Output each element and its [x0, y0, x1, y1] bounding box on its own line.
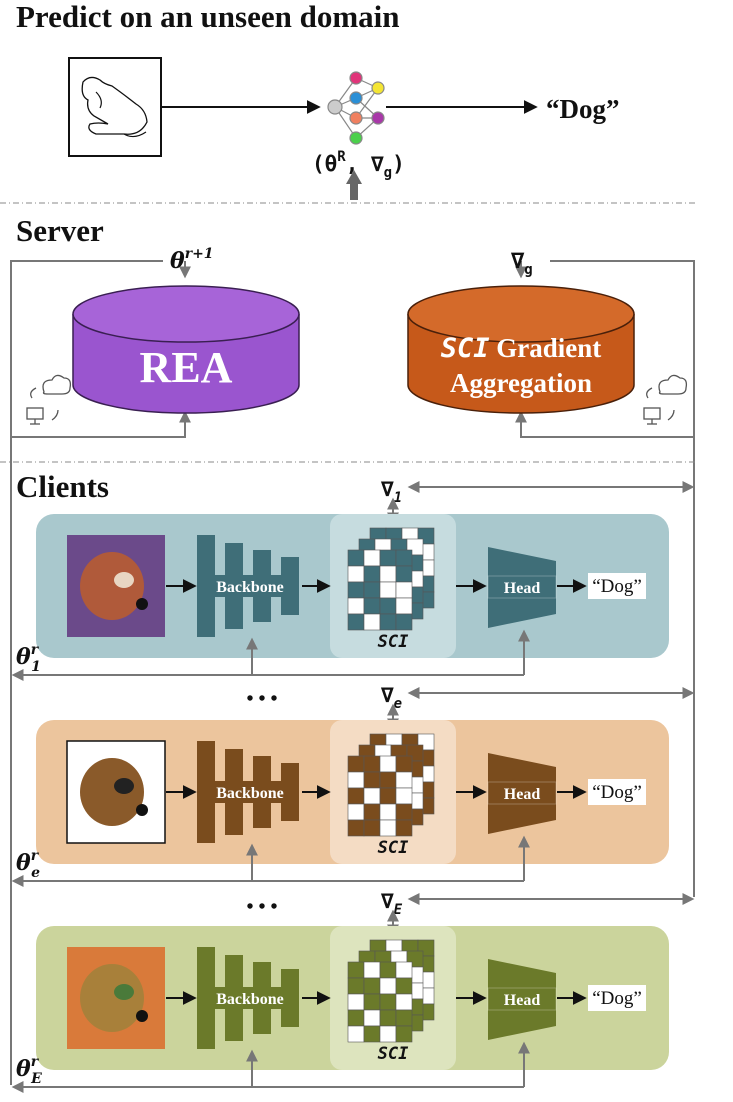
predict-title: Predict on an unseen domain: [16, 0, 400, 34]
output-box-E: [588, 985, 646, 1011]
head-label-e: Head: [504, 786, 541, 803]
sci-label-E: SCI: [378, 1044, 409, 1064]
output-box-1: [588, 573, 646, 599]
client-input-image-1: [67, 535, 165, 637]
client-output-1: “Dog”: [592, 576, 642, 597]
ellipsis-1: • • •: [246, 688, 277, 710]
head-label-1: Head: [504, 580, 541, 597]
sci-agg-label-line2: Aggregation: [450, 368, 592, 398]
backbone-1: Backbone: [197, 535, 299, 637]
sci-grid-e: [347, 733, 435, 837]
sci-agg-label-line1: SCI Gradient: [441, 333, 602, 364]
client-output-E: “Dog”: [592, 988, 642, 1009]
global-grad-label: ∇g: [510, 249, 533, 278]
backbone-label-E: Backbone: [216, 991, 284, 1008]
server-title: Server: [16, 213, 104, 248]
client-grad-label-1: ∇1: [380, 477, 402, 506]
sci-label-1: SCI: [378, 632, 409, 652]
backbone-e: Backbone: [197, 741, 299, 843]
head-e: Head: [487, 753, 557, 834]
neural-network-icon: [327, 71, 385, 145]
ellipsis-2: • • •: [246, 896, 277, 918]
client-grad-label-e: ∇e: [380, 683, 402, 712]
deploy-arrow: [346, 170, 362, 200]
output-box-e: [588, 779, 646, 805]
sync-cloud-icon-left: [26, 374, 72, 425]
backbone-E: Backbone: [197, 947, 299, 1049]
backbone-label-1: Backbone: [216, 579, 284, 596]
sync-cloud-icon-right: [643, 374, 688, 425]
client-input-image-e: [66, 740, 166, 844]
client-input-image-E: [67, 947, 165, 1049]
rea-label: REA: [140, 343, 233, 392]
sci-grid-1: [347, 527, 435, 631]
sci-gradient-aggregation-cylinder: SCI Gradient Aggregation: [407, 285, 635, 414]
sci-grid-E: [347, 939, 435, 1043]
predicted-label: “Dog”: [546, 94, 620, 124]
server-links: [10, 260, 695, 1085]
client-grad-label-E: ∇E: [380, 889, 403, 918]
sci-label-e: SCI: [378, 838, 409, 858]
backbone-label-e: Backbone: [216, 785, 284, 802]
global-params-label: (θR, ∇g): [312, 149, 405, 181]
head-label-E: Head: [504, 992, 541, 1009]
rea-cylinder: REA: [72, 285, 300, 414]
clients-title: Clients: [16, 469, 109, 504]
head-1: Head: [487, 547, 557, 628]
head-E: Head: [487, 959, 557, 1040]
theta-next-label: θr+1: [170, 246, 214, 274]
unseen-dog-sketch: [68, 57, 162, 157]
client-output-e: “Dog”: [592, 782, 642, 803]
